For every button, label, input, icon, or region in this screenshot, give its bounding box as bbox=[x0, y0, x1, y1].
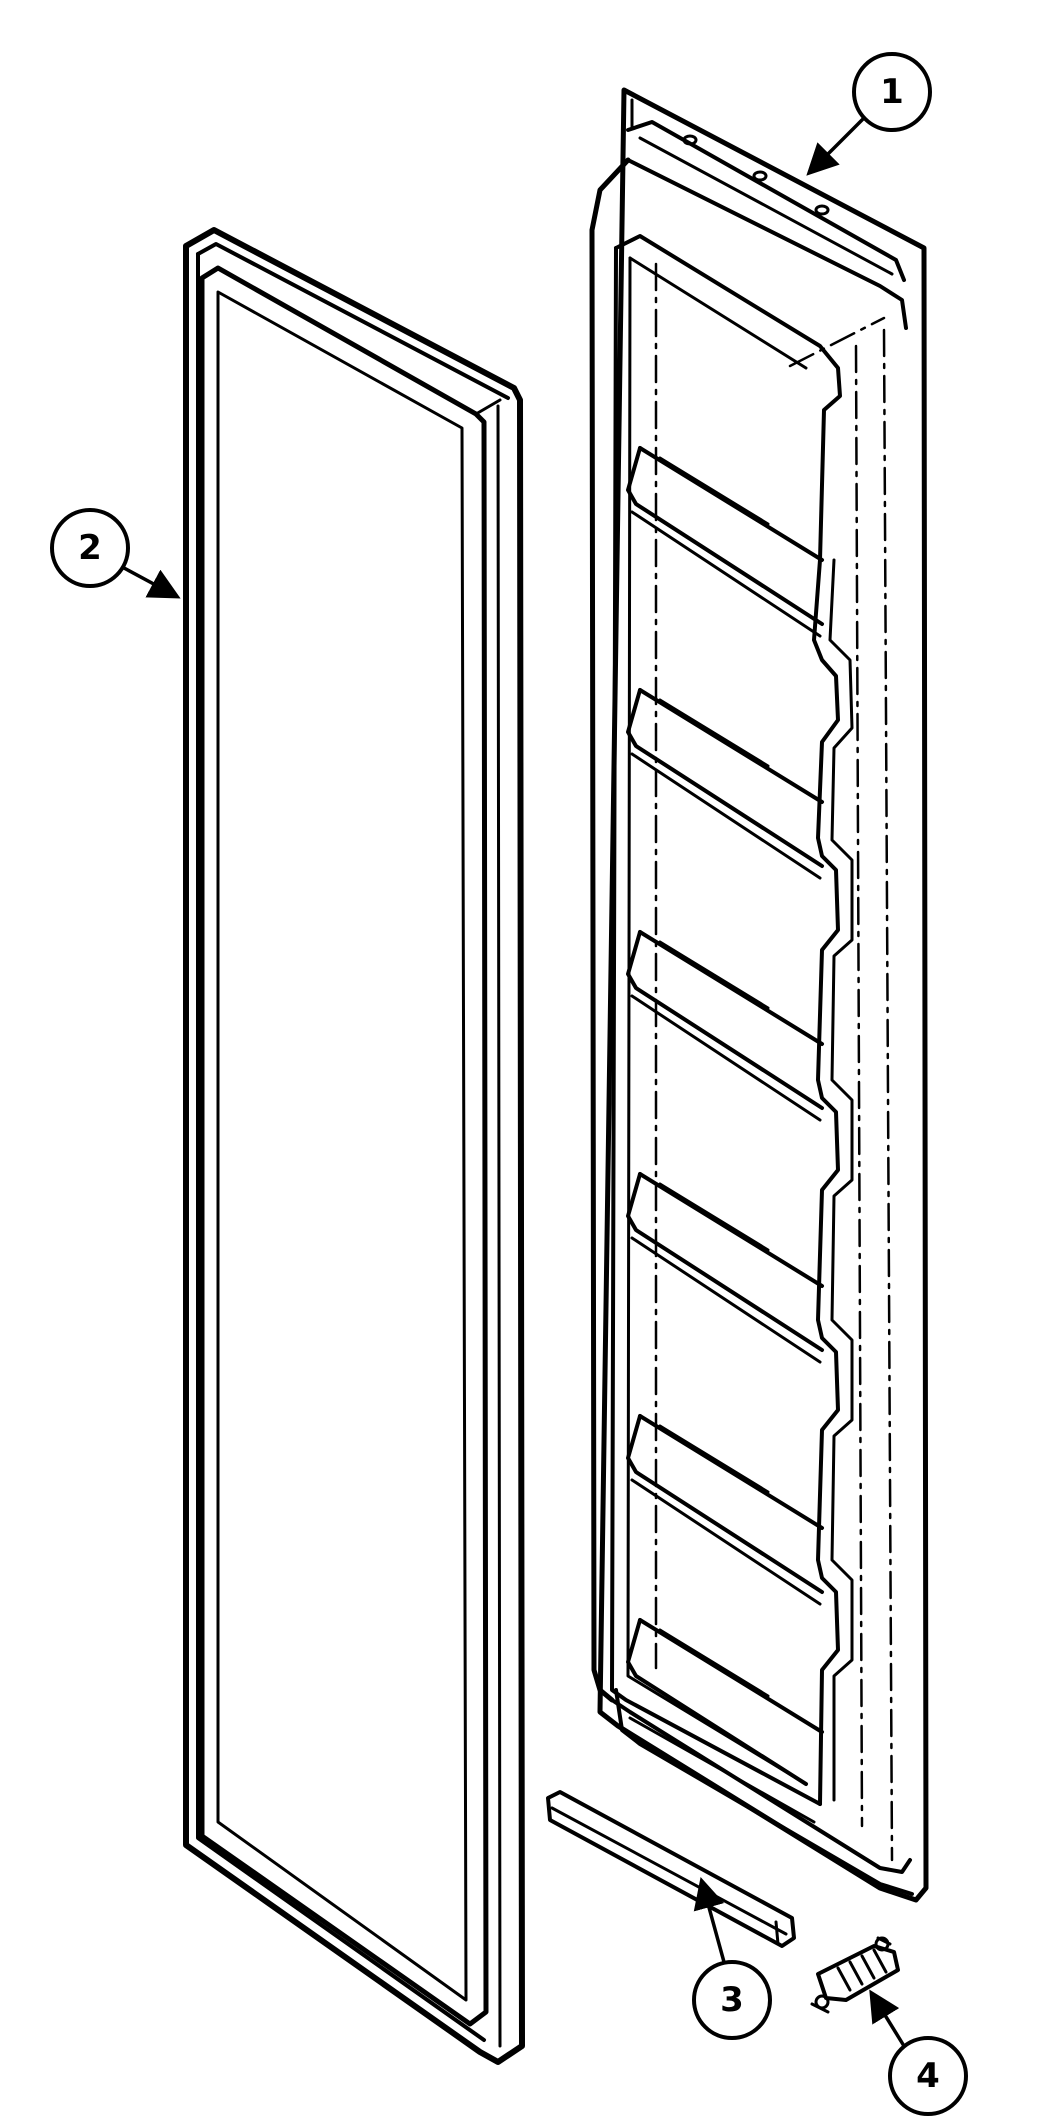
door-gasket bbox=[183, 227, 525, 2065]
hinge-bracket bbox=[810, 1936, 900, 2014]
callout-4: 4 bbox=[869, 1989, 968, 2116]
callout-2-arrow bbox=[123, 566, 181, 599]
callout-2-number: 2 bbox=[78, 528, 102, 568]
trim-strip bbox=[546, 1790, 796, 1948]
door-shelf-6 bbox=[626, 1618, 824, 1786]
callout-1: 1 bbox=[806, 52, 932, 176]
door-shelf-4 bbox=[626, 1172, 824, 1364]
callout-4-arrow bbox=[869, 1989, 906, 2047]
callout-3: 3 bbox=[692, 1876, 772, 2040]
door-liner bbox=[589, 87, 929, 1903]
callout-1-number: 1 bbox=[880, 72, 904, 112]
callout-4-number: 4 bbox=[916, 2056, 940, 2096]
door-shelf-2 bbox=[626, 688, 824, 880]
door-shelf-5 bbox=[626, 1414, 824, 1606]
door-shelf-3 bbox=[626, 930, 824, 1122]
door-shelf-1 bbox=[626, 446, 824, 638]
callout-3-arrow bbox=[693, 1876, 726, 1963]
callout-1-arrow bbox=[806, 116, 866, 176]
callout-3-number: 3 bbox=[720, 1980, 744, 2020]
callout-2: 2 bbox=[50, 508, 181, 599]
